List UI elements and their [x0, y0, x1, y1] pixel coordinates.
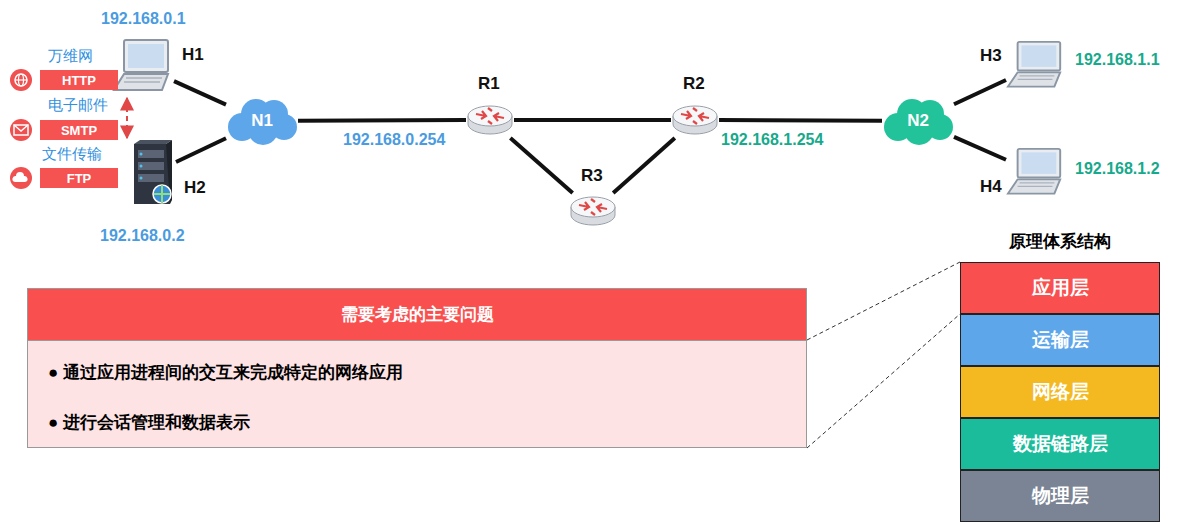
- node-text: 应用层: [1032, 275, 1089, 301]
- node-text: H2: [184, 178, 206, 198]
- node-text: 需要考虑的主要问题: [341, 303, 494, 326]
- node-text: H3: [980, 46, 1002, 66]
- node-text: H4: [980, 177, 1002, 197]
- node-text: SMTP: [61, 123, 97, 138]
- protocol-badge: 电子邮件SMTP: [40, 120, 118, 140]
- layer-band: 应用层: [960, 262, 1160, 314]
- host-server: H2192.168.0.2: [126, 140, 176, 208]
- node-text: 运输层: [1032, 327, 1089, 353]
- network-cloud: N2: [882, 96, 954, 146]
- network-link: [514, 118, 671, 122]
- interface-address: 192.168.1.254: [720, 130, 824, 149]
- node-text: ● 通过应用进程间的交互来完成特定的网络应用: [48, 363, 403, 383]
- node-text: R2: [683, 74, 705, 94]
- leader-line: [807, 262, 960, 340]
- table-header: 需要考虑的主要问题: [28, 289, 806, 341]
- router: R3: [569, 193, 617, 229]
- node-text: 文件传输: [42, 145, 102, 163]
- host-laptop: H3192.168.1.1: [1006, 40, 1066, 92]
- router: R1: [466, 102, 514, 138]
- node-text: 192.168.0.2: [99, 226, 186, 245]
- network-link: [954, 80, 1006, 104]
- network-link: [719, 118, 882, 123]
- node-text: HTTP: [62, 73, 96, 88]
- leader-line: [807, 314, 960, 448]
- network-link: [176, 138, 226, 162]
- layer-band: 网络层: [960, 366, 1160, 418]
- protocol-badge: 万维网HTTP: [40, 70, 118, 90]
- network-link: [954, 137, 1006, 160]
- node-text: H1: [182, 45, 204, 65]
- node-text: R3: [581, 166, 603, 186]
- issue-table: 需要考虑的主要问题 ● 通过应用进程间的交互来完成特定的网络应用 ● 进行会话管理和…: [27, 288, 807, 448]
- node-text: ● 进行会话管理和数据表示: [48, 413, 250, 433]
- network-link: [174, 81, 226, 105]
- router: R2: [671, 102, 719, 138]
- node-text: 192.168.0.1: [100, 9, 187, 28]
- node-text: FTP: [67, 171, 92, 186]
- network-link: [510, 138, 572, 193]
- interface-address: 192.168.0.254: [342, 130, 446, 149]
- node-text: R1: [478, 74, 500, 94]
- node-text: 192.168.1.1: [1074, 50, 1161, 69]
- host-laptop: 192.168.0.1H1: [112, 38, 174, 96]
- node-text: N1: [251, 111, 273, 131]
- layer-stack: 原理体系结构应用层运输层网络层数据链路层物理层: [960, 230, 1160, 522]
- network-cloud: N1: [226, 96, 298, 146]
- node-text: 原理体系结构: [960, 232, 1160, 252]
- node-text: N2: [907, 111, 929, 131]
- node-text: 电子邮件: [48, 96, 108, 114]
- protocol-badge: 文件传输FTP: [40, 168, 118, 188]
- node-text: 物理层: [1032, 483, 1089, 509]
- layer-band: 数据链路层: [960, 418, 1160, 470]
- dashed-arrow: [126, 98, 128, 138]
- node-text: 网络层: [1032, 379, 1089, 405]
- network-link: [613, 138, 675, 193]
- node-text: 192.168.1.2: [1074, 159, 1161, 178]
- network-link: [298, 118, 466, 123]
- host-laptop: H4192.168.1.2: [1006, 147, 1066, 199]
- layer-band: 物理层: [960, 470, 1160, 522]
- node-text: 万维网: [48, 47, 93, 65]
- layer-band: 运输层: [960, 314, 1160, 366]
- protocol-icons: [10, 69, 32, 189]
- node-text: 数据链路层: [1013, 431, 1108, 457]
